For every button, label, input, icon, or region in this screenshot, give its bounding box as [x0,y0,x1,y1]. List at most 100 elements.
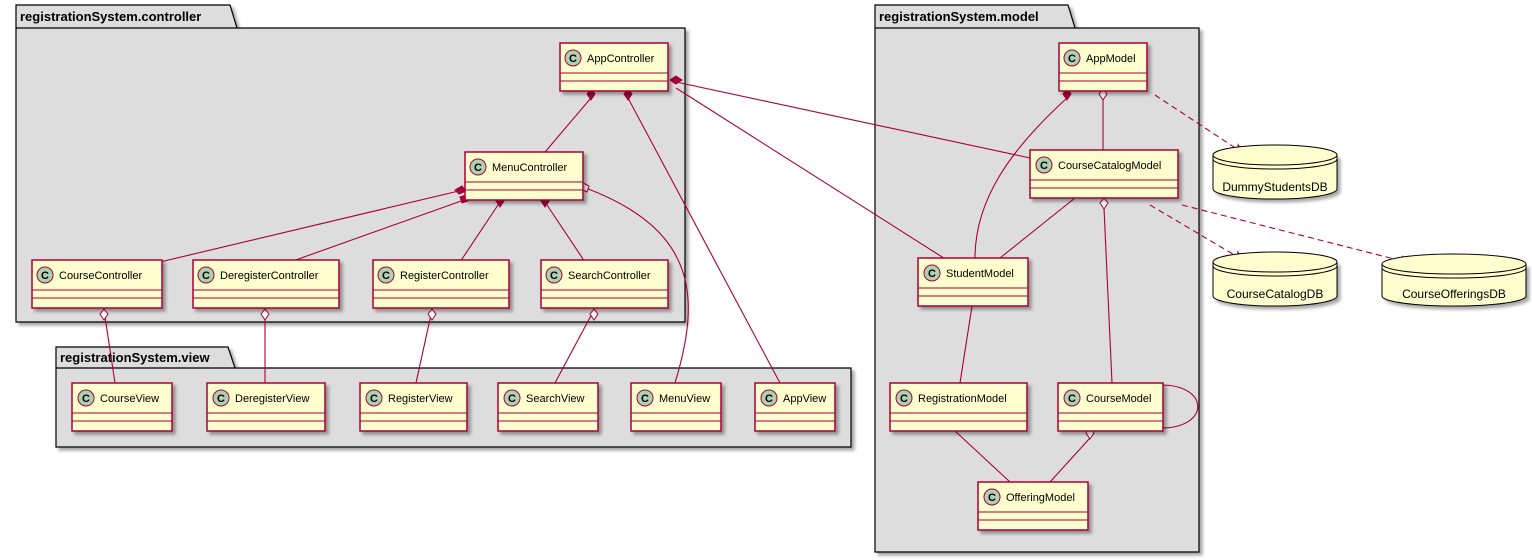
svg-text:C: C [641,393,649,405]
edge-coursectl-courseview [103,309,116,384]
class-icon [212,389,230,407]
svg-text:C: C [217,393,225,405]
class-name: StudentModel [946,268,1014,280]
edge-app-student [675,87,951,263]
svg-text:C: C [550,270,558,282]
class-icon [197,266,215,284]
class-icon [1035,156,1053,174]
class-menu-controller[interactable]: C MenuController [464,151,584,201]
svg-text:C: C [928,268,936,280]
class-app-view[interactable]: C AppView [754,382,836,432]
class-course-view[interactable]: C CourseView [71,382,173,432]
class-icon [983,488,1001,506]
edge-menu-menuview [582,186,689,384]
svg-text:C: C [900,393,908,405]
class-name: DeregisterController [220,270,319,282]
svg-text:C: C [569,53,577,65]
class-icon [365,389,383,407]
class-register-controller[interactable]: C RegisterController [372,259,510,309]
class-course-controller[interactable]: C CourseController [31,259,163,309]
class-deregister-view[interactable]: C DeregisterView [206,382,326,432]
diamond-coursectl [99,308,109,321]
class-name: AppModel [1086,53,1136,65]
class-icon [1063,389,1081,407]
class-name: DeregisterView [235,393,309,405]
class-name: RegisterView [388,393,453,405]
edge-menu-regctl [459,201,501,263]
class-icon [564,49,582,67]
edge-menu-coursectl [159,189,464,263]
class-name: SearchView [526,393,585,405]
class-icon [760,389,778,407]
class-course-catalog-model[interactable]: C CourseCatalogModel [1029,149,1179,199]
svg-text:C: C [1040,160,1048,172]
edge-app-appview [627,97,781,384]
class-name: CourseView [100,393,159,405]
edge-appmodel-student [974,97,1068,259]
edges [103,81,1412,483]
svg-text:C: C [370,393,378,405]
class-icon [895,389,913,407]
class-name: RegisterController [400,270,489,282]
edge-regctl-regview [415,309,433,384]
class-app-controller[interactable]: C AppController [559,42,669,92]
edge-registration-offering [954,430,1011,483]
diamond-catalog-coursemodel [1099,197,1109,210]
svg-text:C: C [765,393,773,405]
diamond-deregctl [260,308,270,321]
class-student-model[interactable]: C StudentModel [917,257,1029,307]
class-name: SearchController [568,270,651,282]
svg-text:C: C [202,270,210,282]
class-name: CourseCatalogModel [1058,160,1161,172]
package-model-title: registrationSystem.model [879,9,1039,24]
class-registration-model[interactable]: C RegistrationModel [889,382,1028,432]
class-name: CourseModel [1086,393,1151,405]
db-course-offerings[interactable]: CourseOfferingsDB [1381,253,1527,307]
class-menu-view[interactable]: C MenuView [630,382,722,432]
class-name: RegistrationModel [918,393,1007,405]
svg-text:C: C [82,393,90,405]
class-course-model[interactable]: C CourseModel [1057,382,1164,432]
svg-text:C: C [474,162,482,174]
svg-text:C: C [1068,53,1076,65]
diamond-searchctl [589,308,599,321]
db-dummy-students[interactable]: DummyStudentsDB [1212,144,1338,200]
edge-app-catalog [675,81,1031,159]
class-name: CourseController [59,270,142,282]
svg-text:C: C [508,393,516,405]
class-icon [1063,49,1081,67]
class-icon [377,266,395,284]
class-icon [469,158,487,176]
class-search-view[interactable]: C SearchView [497,382,599,432]
svg-text:C: C [1068,393,1076,405]
class-icon [923,264,941,282]
class-app-model[interactable]: C AppModel [1058,42,1148,92]
db-course-catalog[interactable]: CourseCatalogDB [1212,251,1338,307]
class-offering-model[interactable]: C OfferingModel [977,481,1089,531]
edge-coursemodel-offering [1049,437,1091,483]
class-name: AppController [587,53,655,65]
class-icon [636,389,654,407]
db-name: CourseOfferingsDB [1402,287,1506,301]
diamond-app-right [669,75,683,85]
class-deregister-controller[interactable]: C DeregisterController [192,259,340,309]
class-name: OfferingModel [1006,492,1075,504]
svg-text:C: C [988,492,996,504]
svg-text:C: C [382,270,390,282]
edge-catalog-catalogdb [1149,204,1244,261]
edge-menu-deregctl [289,199,465,263]
class-search-controller[interactable]: C SearchController [540,259,669,309]
package-controller: registrationSystem.controller [15,4,686,323]
class-name: MenuController [492,162,568,174]
class-register-view[interactable]: C RegisterView [359,382,468,432]
edge-searchctl-searchview [554,309,595,384]
edge-catalog-student [999,197,1076,259]
edge-coursemodel-self [1160,384,1199,429]
class-name: MenuView [659,393,710,405]
edge-student-registration [959,305,973,384]
package-controller-title: registrationSystem.controller [20,9,201,24]
class-name: AppView [783,393,826,405]
db-name: DummyStudentsDB [1222,180,1327,194]
svg-text:C: C [41,270,49,282]
